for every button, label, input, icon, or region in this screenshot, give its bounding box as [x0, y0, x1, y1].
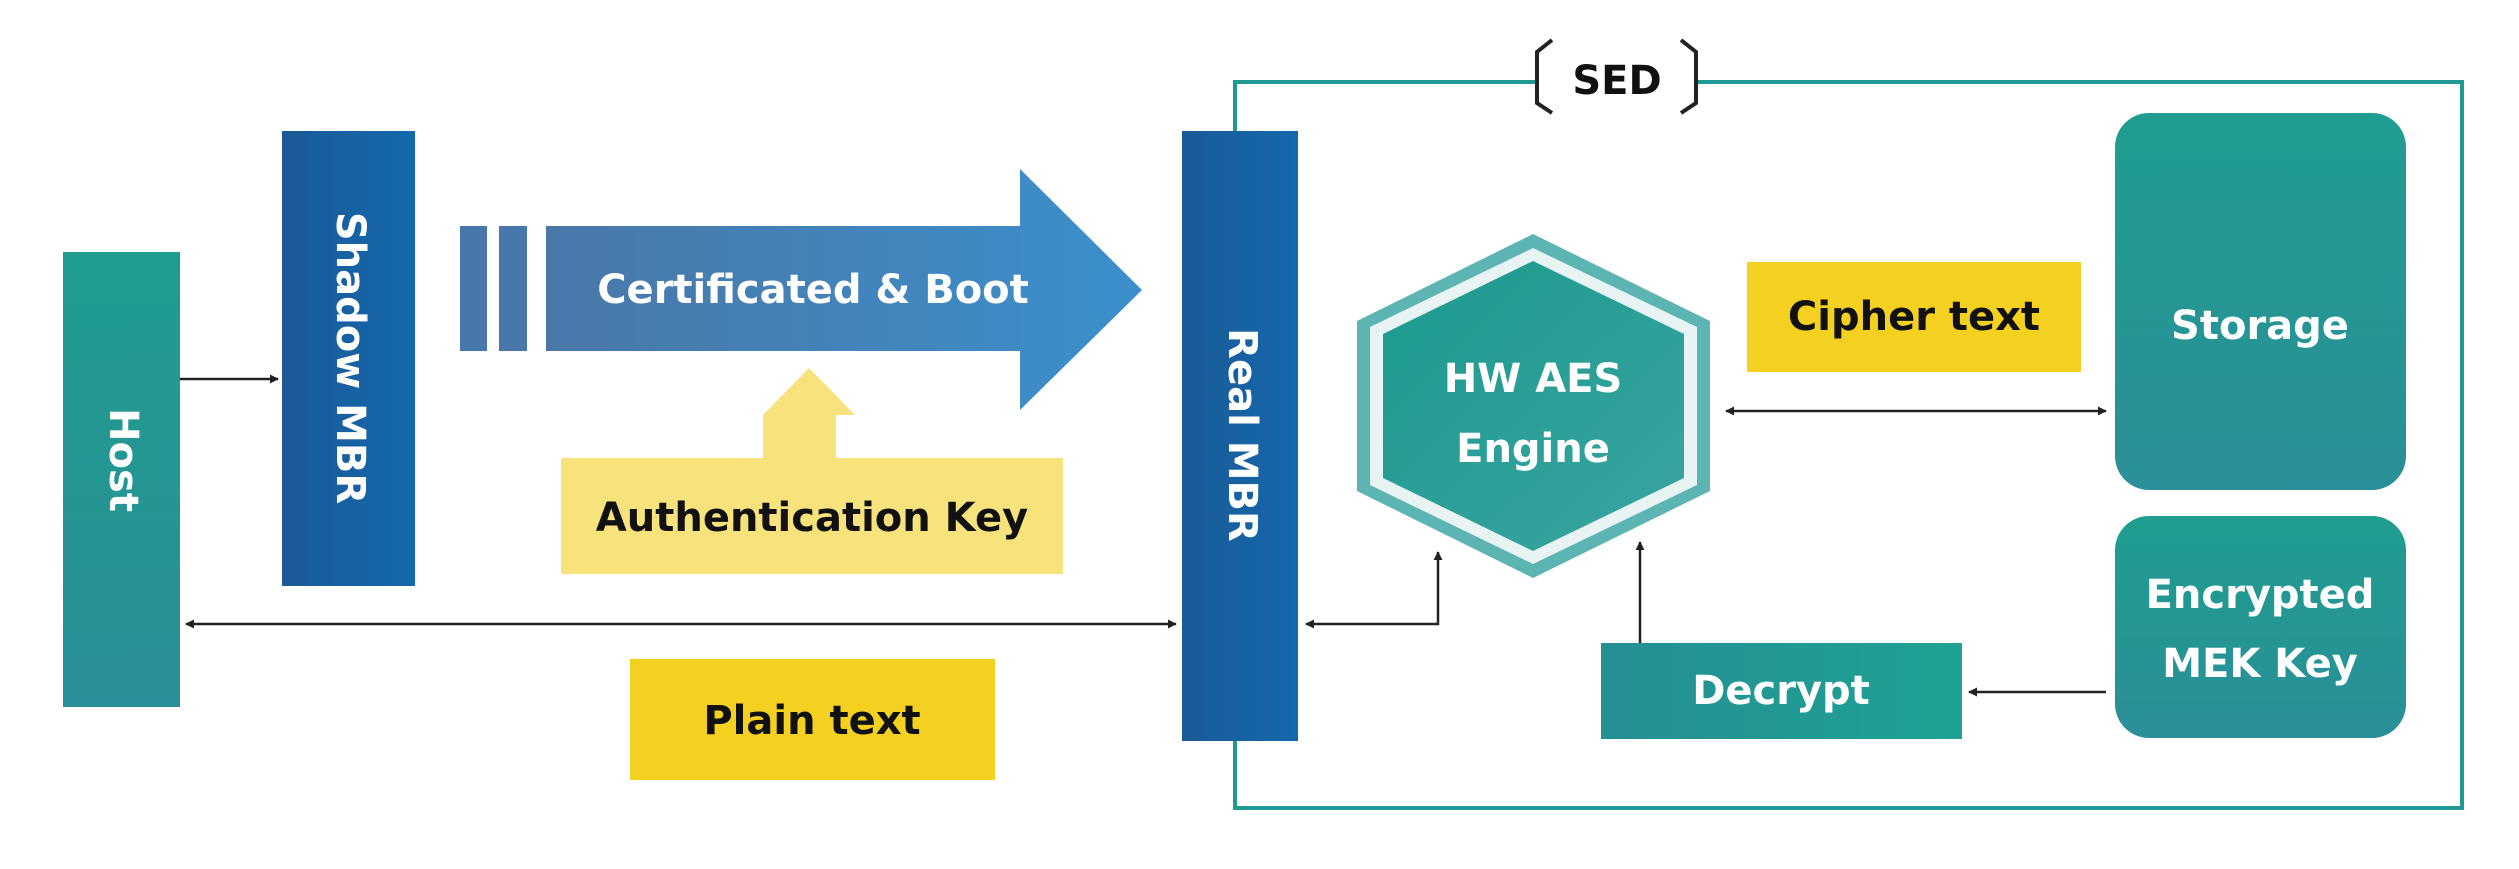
sed-label: SED: [1572, 58, 1661, 104]
storage-box: [2115, 113, 2406, 490]
sed-boundary: [1233, 80, 2464, 810]
host-box: [63, 252, 180, 707]
cipher-text-box: [1747, 262, 2081, 372]
mek-key-label-line2: MEK Key: [2162, 641, 2358, 687]
real-mbr-label: Real MBR: [1219, 328, 1265, 542]
sed-label-bg: [1535, 55, 1698, 110]
real-mbr-aes-connector: [1305, 551, 1443, 629]
storage-label: Storage: [2171, 303, 2349, 349]
decrypt-box: [1601, 643, 1962, 739]
host-label: Host: [100, 408, 146, 512]
shadow-mbr-label: Shadow MBR: [327, 212, 373, 504]
real-mbr-box: [1182, 131, 1298, 741]
cipher-text-label: Cipher text: [1788, 294, 2040, 340]
auth-key-up-arrow: [760, 415, 761, 458]
mek-key-label-line1: Encrypted: [2146, 572, 2375, 618]
boot-arrow-stripe-2: [499, 226, 527, 351]
auth-key-label: Authentication Key: [596, 495, 1028, 541]
mek-key-box: [2115, 516, 2406, 738]
shadow-mbr-box: [282, 131, 415, 586]
plain-text-box: [630, 659, 995, 780]
aes-engine-label-line2: Engine: [1456, 426, 1610, 472]
aes-engine-label-line1: HW AES: [1444, 356, 1623, 402]
boot-arrow: [546, 169, 1142, 410]
auth-key-box: [561, 458, 1063, 574]
plain-text-label: Plain text: [703, 698, 920, 744]
boot-arrow-stripe-1: [460, 226, 487, 351]
decrypt-label: Decrypt: [1692, 668, 1870, 714]
sed-bracket-left: [1535, 38, 1554, 115]
aes-engine-hex: [1383, 261, 1684, 551]
auth-key-up-arrow-shape: [763, 368, 855, 458]
boot-arrow-label: Certificated & Boot: [597, 267, 1029, 313]
sed-bracket-right: [1679, 38, 1698, 115]
